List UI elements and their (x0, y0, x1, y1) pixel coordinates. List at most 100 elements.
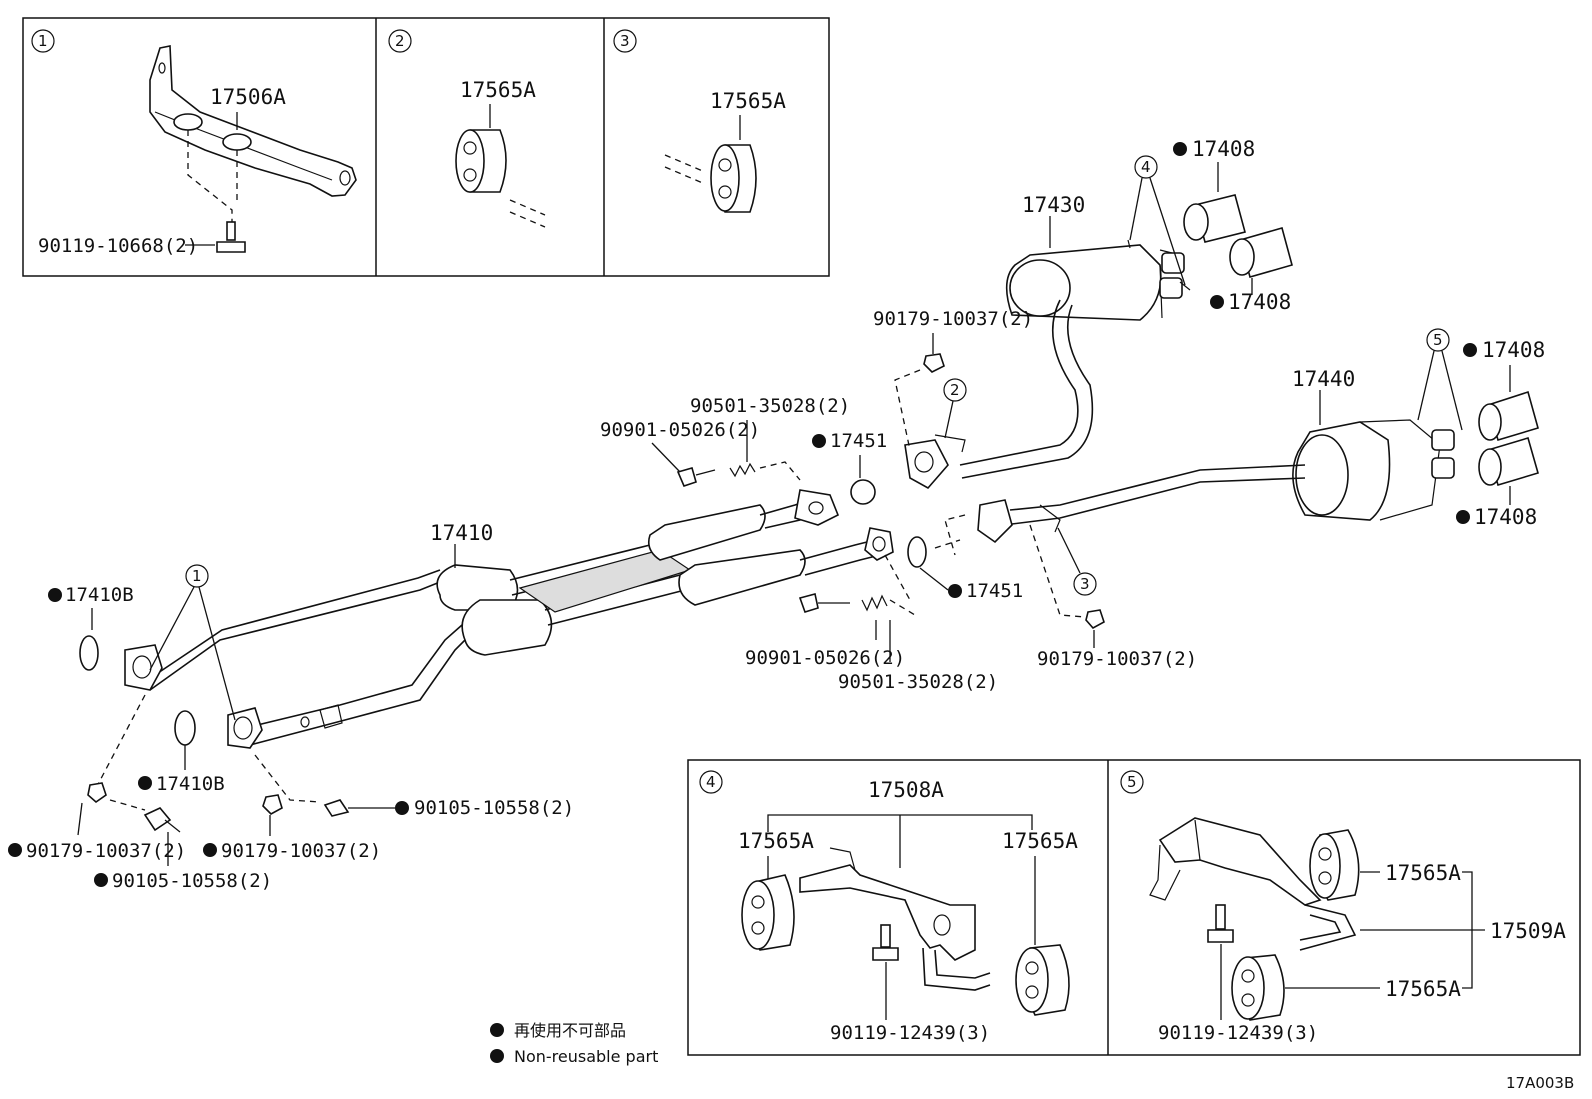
bolt-90119-12439-inset4 (872, 924, 899, 1020)
tailpipe-tip-17408-4: 17408 (1456, 437, 1539, 529)
callout-number-1: 1 (38, 32, 48, 50)
label-17451-upper: 17451 (830, 430, 887, 452)
top-inset-frame (22, 17, 830, 277)
inset-2: 2 17565A (388, 29, 546, 228)
label-17408-2: 17408 (1228, 290, 1291, 314)
label-17410B-upper: 17410B (65, 584, 134, 606)
callout-circle-4 (699, 770, 723, 794)
nut-90179-left: 90179-10037(2) (8, 782, 186, 862)
callout-circle-3 (613, 29, 637, 53)
label-17410: 17410 (430, 521, 493, 545)
label-90119-10668: 90119-10668(2) (38, 235, 198, 257)
label-17565A-inset4-left: 17565A (738, 829, 814, 853)
bolt-90105-left: 90105-10558(2) (94, 807, 272, 892)
rubber-hanger-inset4-right (1015, 944, 1070, 1016)
legend: 再使用不可部品 Non-reusable part (490, 1021, 658, 1066)
label-90901-upper: 90901-05026(2) (600, 419, 760, 441)
label-90501-lower: 90501-35028(2) (838, 671, 998, 693)
tailpipe-tip-17408-2: 17408 (1210, 227, 1293, 314)
tailpipe-tip-17408-3: 17408 (1463, 338, 1545, 441)
label-17565A-inset5-bottom: 17565A (1385, 977, 1461, 1001)
label-90901-lower: 90901-05026(2) (745, 647, 905, 669)
callout-number-5: 5 (1127, 773, 1137, 791)
main-callout-3: 3 (1057, 527, 1097, 596)
label-90179-muffler-lower: 90179-10037(2) (1037, 648, 1197, 670)
gasket-17451-lower: 17451 (907, 536, 1023, 602)
label-17565A-inset5-top: 17565A (1385, 861, 1461, 885)
callout-circle-5 (1120, 770, 1144, 794)
bolt-spring-lower: 90901-05026(2) 90501-35028(2) (745, 554, 998, 693)
nut-90179-muffler-lower: 90179-10037(2) (944, 514, 1197, 670)
label-17410B-lower: 17410B (156, 773, 225, 795)
callout-number-4: 4 (706, 773, 716, 791)
bolt-90105-right: 90105-10558(2) (323, 797, 574, 819)
label-90119-12439-inset4: 90119-12439(3) (830, 1022, 990, 1044)
main-callout-1: 1 (149, 564, 236, 721)
exhaust-bracket-part (149, 45, 357, 197)
rubber-hanger-inset5-top (1309, 829, 1360, 901)
main-callout-4: 4 (1129, 155, 1186, 286)
diagram-code: 17A003B (1506, 1074, 1574, 1092)
label-90179-muffler-upper: 90179-10037(2) (873, 308, 1033, 330)
label-17506A: 17506A (210, 85, 286, 109)
label-17408-4: 17408 (1474, 505, 1537, 529)
inset-1: 1 17506A 90119-10668(2) (31, 29, 357, 257)
nut-90179-mid: 90179-10037(2) (203, 794, 381, 862)
gasket-17410B-upper: 17410B (48, 584, 134, 671)
label-17565A-inset2: 17565A (460, 78, 536, 102)
inset-5: 5 90119-12439(3) 17565A 17 (1120, 770, 1566, 1044)
label-90179-mid: 90179-10037(2) (221, 840, 381, 862)
main-callout-2: 2 (943, 378, 967, 439)
callout-number-2: 2 (395, 32, 405, 50)
main-callout-5: 5 (1417, 328, 1463, 431)
hanger-bracket-assembly-17508A (799, 847, 991, 991)
label-90179-left: 90179-10037(2) (26, 840, 186, 862)
label-17508A: 17508A (868, 778, 944, 802)
svg-text:1: 1 (192, 567, 202, 585)
svg-text:2: 2 (950, 381, 960, 399)
legend-dot-2 (490, 1049, 504, 1063)
label-90119-12439-inset5: 90119-12439(3) (1158, 1022, 1318, 1044)
label-17408-3: 17408 (1482, 338, 1545, 362)
muffler-17430 (904, 239, 1191, 490)
rubber-hanger-inset5-bottom (1231, 954, 1285, 1021)
bolt-90119-12439-inset5 (1207, 904, 1234, 1020)
callout-number-3: 3 (620, 32, 630, 50)
front-pipe-17410 (124, 489, 894, 749)
rubber-hanger-inset4-left (741, 874, 795, 951)
label-90105-right: 90105-10558(2) (414, 797, 574, 819)
svg-text:5: 5 (1433, 331, 1443, 349)
label-17408-1: 17408 (1192, 137, 1255, 161)
svg-text:3: 3 (1080, 575, 1090, 593)
callout-circle-2 (388, 29, 412, 53)
muffler-17440 (977, 419, 1455, 544)
legend-text-en: Non-reusable part (514, 1047, 658, 1066)
label-17451-lower: 17451 (966, 580, 1023, 602)
legend-dot-1 (490, 1023, 504, 1037)
rubber-hanger-part-inset3 (710, 144, 757, 213)
rubber-hanger-part-inset2 (455, 129, 507, 193)
label-90105-left: 90105-10558(2) (112, 870, 272, 892)
label-17430: 17430 (1022, 193, 1085, 217)
label-17440: 17440 (1292, 367, 1355, 391)
gasket-17451-upper: 17451 (812, 430, 887, 505)
gasket-17410B-lower: 17410B (138, 710, 225, 795)
label-90501-upper: 90501-35028(2) (690, 395, 850, 417)
label-17565A-inset3: 17565A (710, 89, 786, 113)
hanger-bracket-assembly-17509A (1149, 817, 1357, 951)
top-inset-group (22, 17, 830, 277)
nut-90179-muffler-upper: 90179-10037(2) (873, 308, 1033, 451)
bottom-inset-frame (687, 759, 1581, 1056)
label-17565A-inset4-right: 17565A (1002, 829, 1078, 853)
inset-4: 4 17508A 17565A 17565A (699, 770, 1078, 1044)
inset-3: 3 17565A (613, 29, 786, 213)
tailpipe-tip-17408-1: 17408 (1173, 137, 1255, 243)
svg-text:4: 4 (1141, 158, 1151, 176)
bottom-inset-group (687, 759, 1581, 1056)
callout-circle-1 (31, 29, 55, 53)
legend-text-jp: 再使用不可部品 (514, 1021, 626, 1040)
bolt-90119-10668 (216, 221, 246, 253)
label-17509A: 17509A (1490, 919, 1566, 943)
bolt-spring-upper: 90501-35028(2) 90901-05026(2) (600, 395, 850, 487)
